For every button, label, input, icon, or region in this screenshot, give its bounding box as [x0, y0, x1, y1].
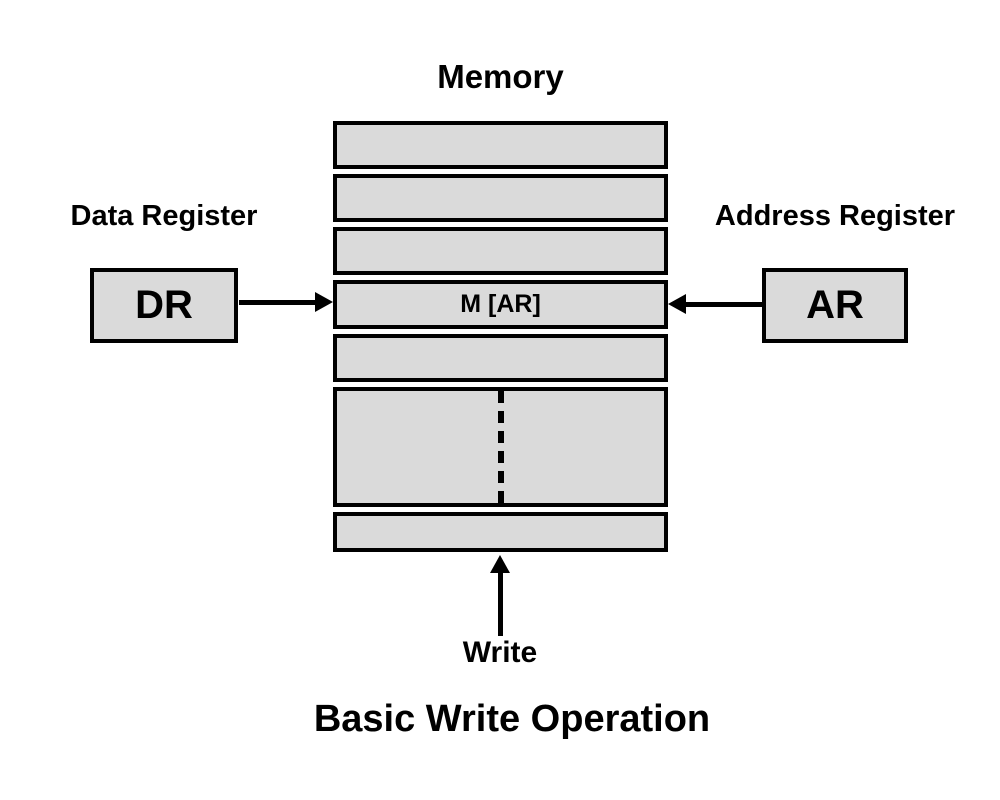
dashed-divider [497, 391, 504, 503]
memory-cell-2 [333, 227, 668, 275]
memory-cell-1 [333, 174, 668, 222]
memory-cell-selected-word: M [AR] [333, 280, 668, 329]
ar-box: AR [762, 268, 908, 343]
arrow-line [239, 300, 317, 305]
memory-cell-label: M [AR] [460, 290, 541, 318]
data-register-label: Data Register [70, 200, 258, 232]
memory-cell-0 [333, 121, 668, 169]
memory-cell-4 [333, 334, 668, 382]
arrow-line [684, 302, 762, 307]
arrowhead-left-icon [668, 294, 686, 314]
address-register-label: Address Register [714, 200, 956, 232]
ar-box-text: AR [806, 283, 864, 327]
diagram-caption: Basic Write Operation [313, 698, 711, 740]
dr-box: DR [90, 268, 238, 343]
memory-cell-ellipsis [333, 387, 668, 507]
arrow-line [498, 570, 503, 636]
memory-cell-6 [333, 512, 668, 552]
write-label: Write [462, 636, 538, 669]
memory-title: Memory [437, 58, 564, 95]
memory-block: M [AR] [333, 121, 668, 552]
dr-box-text: DR [135, 283, 193, 327]
arrowhead-right-icon [315, 292, 333, 312]
arrowhead-up-icon [490, 555, 510, 573]
